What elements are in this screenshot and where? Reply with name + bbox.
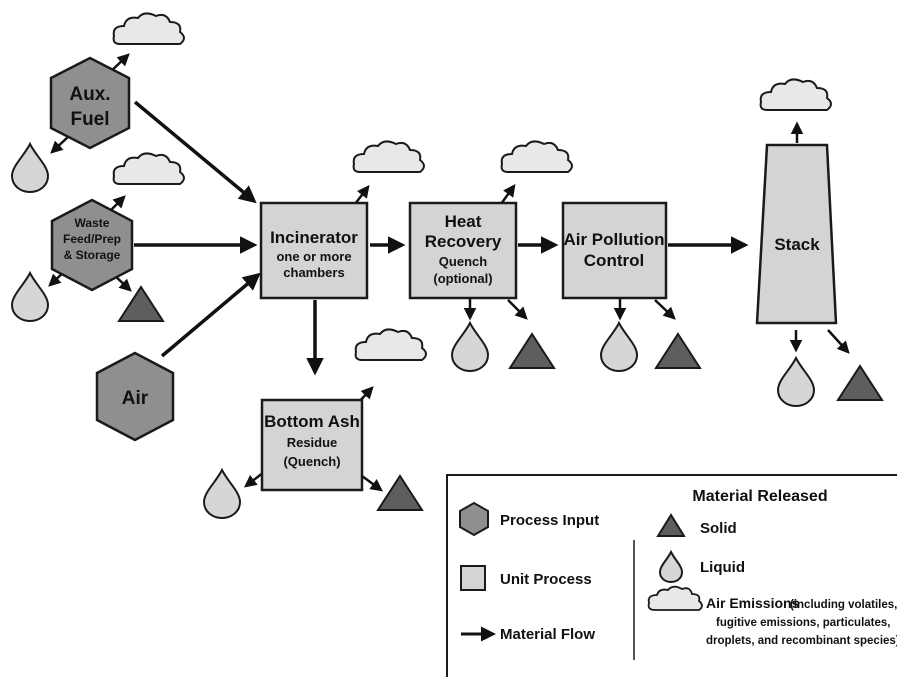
flow-air-to-incinerator — [160, 272, 261, 358]
svg-text:Air Pollution: Air Pollution — [563, 230, 664, 249]
svg-text:fugitive emissions, particulat: fugitive emissions, particulates, — [716, 617, 890, 629]
unit-process-square-icon — [460, 565, 486, 591]
air-emission-cloud-icon — [112, 152, 185, 185]
svg-text:Stack: Stack — [774, 235, 820, 254]
svg-text:Material Released: Material Released — [692, 488, 827, 505]
svg-text:Feed/Prep: Feed/Prep — [63, 232, 121, 246]
air-emission-cloud-icon — [352, 140, 425, 173]
air-emission-cloud-icon — [500, 140, 573, 173]
svg-text:Residue: Residue — [287, 435, 338, 450]
input-air: Air — [95, 351, 175, 442]
svg-text:Fuel: Fuel — [70, 109, 109, 130]
legend: Process Input Unit Process Material Flow… — [446, 474, 897, 677]
input-aux-fuel: Aux. Fuel — [49, 56, 131, 150]
input-waste-feed: Waste Feed/Prep & Storage — [50, 198, 134, 292]
svg-text:(Quench): (Quench) — [283, 454, 340, 469]
solid-triangle-icon — [656, 513, 686, 537]
unit-bottom-ash: Bottom Ash Residue (Quench) — [260, 398, 364, 492]
solid-triangle-icon — [118, 286, 164, 322]
svg-text:(optional): (optional) — [433, 271, 492, 286]
svg-text:Bottom Ash: Bottom Ash — [264, 412, 360, 431]
svg-text:Recovery: Recovery — [425, 232, 502, 251]
liquid-drop-icon — [11, 143, 49, 193]
svg-text:Heat: Heat — [445, 212, 482, 231]
solid-triangle-icon — [655, 333, 701, 369]
svg-text:chambers: chambers — [283, 265, 344, 280]
svg-text:(including volatiles,: (including volatiles, — [790, 599, 897, 611]
liquid-drop-icon — [451, 322, 489, 372]
svg-text:Liquid: Liquid — [700, 559, 745, 576]
svg-text:& Storage: & Storage — [64, 248, 121, 262]
svg-text:Quench: Quench — [439, 254, 487, 269]
solid-triangle-icon — [509, 333, 555, 369]
solid-triangle-icon — [837, 365, 883, 401]
unit-heat-recovery: Heat Recovery Quench (optional) — [408, 201, 518, 300]
air-emission-cloud-icon — [647, 585, 703, 611]
svg-text:Process Input: Process Input — [500, 512, 599, 529]
svg-text:Air Emissions: Air Emissions — [706, 595, 800, 611]
unit-air-pollution-control: Air Pollution Control — [561, 201, 668, 300]
hexagon-icon — [50, 198, 134, 292]
unit-stack: Stack — [755, 143, 838, 325]
svg-text:Unit Process: Unit Process — [500, 571, 592, 588]
svg-text:Air: Air — [122, 388, 149, 409]
flow-aux-fuel-to-incinerator — [133, 100, 257, 204]
hexagon-icon — [49, 56, 131, 150]
air-emission-cloud-icon — [354, 328, 427, 361]
material-flow-arrows — [133, 100, 749, 376]
svg-text:Aux.: Aux. — [69, 84, 110, 105]
liquid-drop-icon — [11, 272, 49, 322]
unit-incinerator: Incinerator one or more chambers — [259, 201, 369, 300]
svg-text:one or more: one or more — [276, 249, 351, 264]
solid-triangle-icon — [377, 475, 423, 511]
svg-text:Control: Control — [584, 251, 644, 270]
svg-text:Solid: Solid — [700, 520, 737, 537]
svg-text:Material Flow: Material Flow — [500, 626, 595, 643]
air-emission-cloud-icon — [759, 78, 832, 111]
air-emission-cloud-icon — [112, 12, 185, 45]
svg-text:droplets, and recombinant spec: droplets, and recombinant species) — [706, 635, 897, 647]
svg-text:Waste: Waste — [75, 216, 110, 230]
hexagon-icon — [95, 351, 175, 442]
liquid-drop-icon — [600, 322, 638, 372]
process-input-hexagon-icon — [459, 501, 489, 537]
svg-text:Incinerator: Incinerator — [270, 228, 358, 247]
liquid-drop-icon — [203, 469, 241, 519]
liquid-drop-icon — [658, 549, 684, 584]
liquid-drop-icon — [777, 357, 815, 407]
